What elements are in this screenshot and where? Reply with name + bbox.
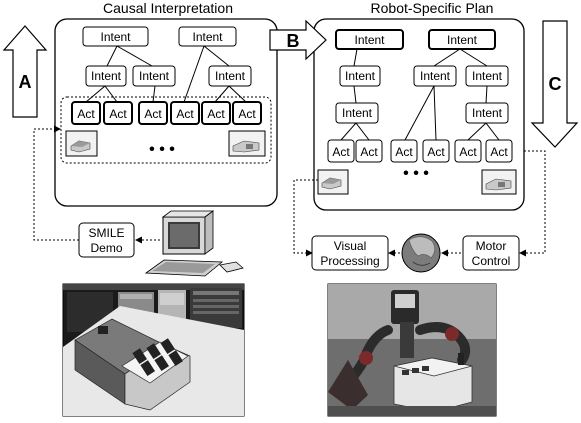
state-thumbnail: [228, 130, 266, 157]
intent-node: Intent: [335, 102, 379, 124]
left-tree-edges: [85, 45, 247, 103]
svg-text:Intent: Intent: [192, 30, 223, 44]
svg-text:Intent: Intent: [342, 106, 373, 120]
state-thumbnail: [317, 169, 349, 195]
act-node: Act: [170, 101, 200, 125]
svg-text:Act: Act: [144, 107, 162, 121]
motor-control-box: Motor Control: [462, 235, 520, 271]
act-node: Act: [485, 139, 513, 163]
dotted-connector: [519, 150, 546, 257]
state-thumbnail: [65, 130, 98, 157]
intent-node: Intent: [82, 26, 149, 47]
robot-specific-plan-title: Robot-Specific Plan: [371, 0, 494, 16]
intent-node: Intent: [339, 65, 381, 87]
svg-text:Act: Act: [109, 107, 127, 121]
svg-text:Intent: Intent: [354, 33, 385, 47]
svg-text:Act: Act: [360, 145, 378, 159]
smile-demo-box: SMILE Demo: [78, 222, 135, 258]
ellipsis: • • •: [403, 165, 429, 182]
robot-head-icon: [401, 233, 441, 273]
svg-text:Act: Act: [332, 145, 350, 159]
svg-text:Intent: Intent: [447, 33, 478, 47]
arrow-a-label: A: [19, 72, 32, 92]
svg-text:Visual: Visual: [334, 239, 366, 253]
svg-text:Intent: Intent: [472, 106, 503, 120]
intent-node: Intent: [465, 65, 509, 87]
dotted-connector: [33, 125, 79, 241]
act-node: Act: [201, 101, 231, 125]
act-node: Act: [232, 101, 262, 125]
act-node: Act: [327, 139, 355, 163]
smile-simulation-screenshot: [62, 283, 245, 417]
robot-photo: [327, 283, 497, 417]
intent-node: Intent: [428, 29, 496, 50]
intent-node: Intent: [132, 65, 176, 87]
svg-text:Act: Act: [77, 107, 95, 121]
causal-interpretation-title: Causal Interpretation: [103, 0, 233, 16]
svg-text:Act: Act: [395, 145, 413, 159]
ellipsis: • • •: [149, 141, 175, 158]
act-node: Act: [390, 139, 418, 163]
intent-node: Intent: [413, 65, 457, 87]
intent-node: Intent: [178, 26, 237, 47]
arrow-c: C: [530, 20, 579, 148]
svg-text:Act: Act: [207, 107, 225, 121]
svg-text:Processing: Processing: [320, 254, 379, 268]
act-node: Act: [454, 139, 482, 163]
svg-text:Intent: Intent: [420, 69, 451, 83]
act-node: Act: [422, 139, 450, 163]
right-tree-edges: [340, 48, 500, 141]
svg-text:Control: Control: [472, 254, 511, 268]
dotted-connector: [293, 179, 318, 257]
act-node: Act: [355, 139, 383, 163]
svg-text:Act: Act: [238, 107, 256, 121]
act-node: Act: [103, 101, 133, 125]
svg-text:Intent: Intent: [139, 69, 170, 83]
act-node: Act: [71, 101, 101, 125]
svg-text:Motor: Motor: [476, 239, 507, 253]
svg-text:Intent: Intent: [215, 69, 246, 83]
arrow-b-label: B: [287, 31, 300, 51]
svg-text:Intent: Intent: [91, 69, 122, 83]
computer-icon: [144, 210, 244, 277]
svg-text:Act: Act: [427, 145, 445, 159]
arrow-a: A: [2, 25, 48, 118]
svg-text:Intent: Intent: [472, 69, 503, 83]
intent-node: Intent: [208, 65, 252, 87]
act-node: Act: [138, 101, 168, 125]
svg-text:Intent: Intent: [345, 69, 376, 83]
arrow-b: B: [269, 19, 327, 61]
svg-text:Act: Act: [490, 145, 508, 159]
svg-text:Demo: Demo: [90, 241, 122, 255]
svg-text:SMILE: SMILE: [88, 226, 124, 240]
arrow-c-label: C: [549, 74, 562, 94]
intent-node: Intent: [465, 102, 509, 124]
svg-text:Act: Act: [459, 145, 477, 159]
intent-node: Intent: [85, 65, 127, 87]
visual-processing-box: Visual Processing: [311, 235, 389, 271]
state-thumbnail: [481, 169, 517, 195]
svg-text:Intent: Intent: [100, 30, 131, 44]
intent-node: Intent: [335, 29, 404, 50]
act-group-dotted-frame: [60, 96, 272, 164]
svg-text:Act: Act: [176, 107, 194, 121]
